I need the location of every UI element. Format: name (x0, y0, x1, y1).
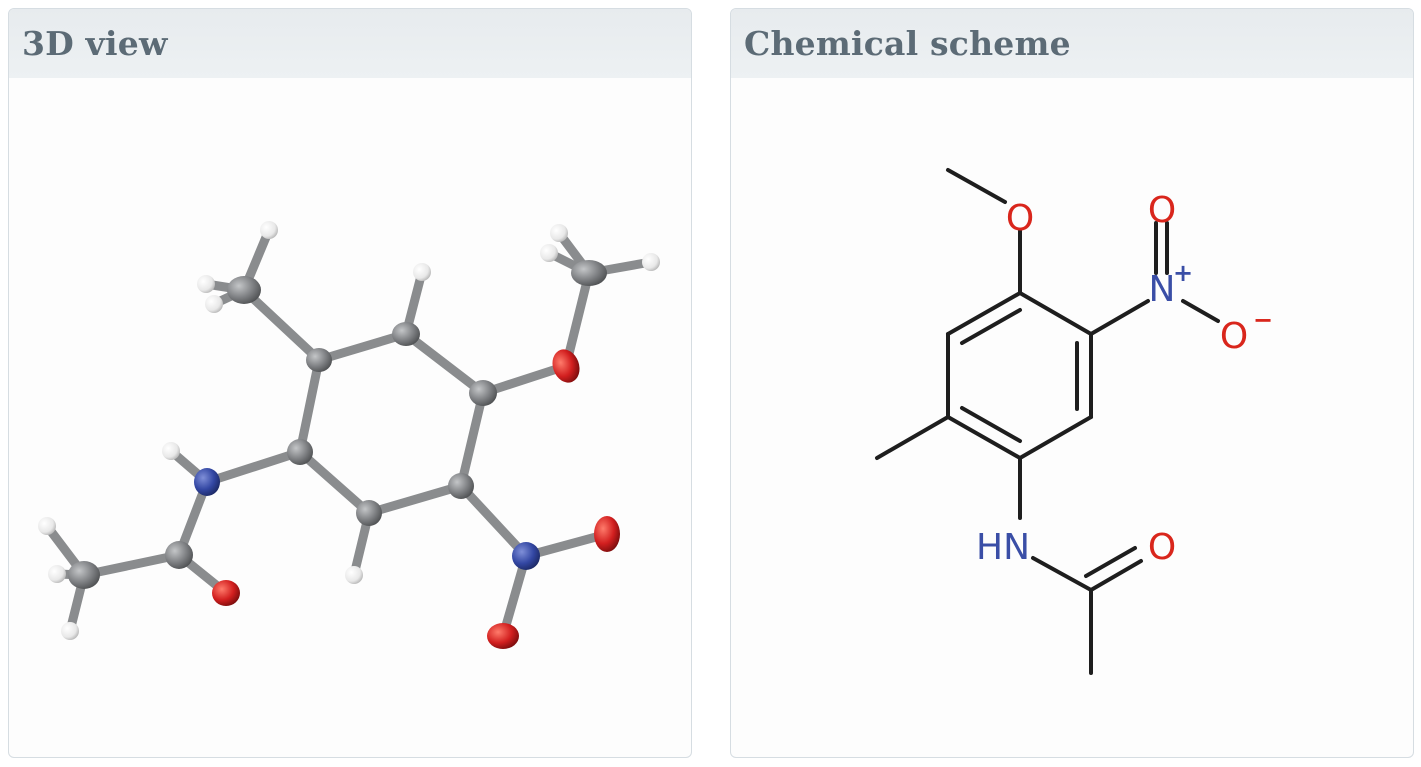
atom-n (512, 542, 540, 570)
atom-h (540, 244, 558, 262)
viewer-3d[interactable] (9, 78, 691, 757)
atom-h (205, 295, 223, 313)
atom-h (197, 275, 215, 293)
atom-c (571, 260, 607, 286)
atom-c (165, 541, 193, 569)
label-o-amide: O (1148, 527, 1176, 568)
atom-c (392, 322, 420, 346)
atom-c (306, 348, 332, 372)
atom-h (413, 263, 431, 281)
atom-h (550, 224, 568, 242)
panel-title-chemical-scheme: Chemical scheme (731, 9, 1413, 78)
atom-h (260, 221, 278, 239)
atom-h (48, 565, 66, 583)
label-o-nitro-single: O (1220, 316, 1248, 357)
chemical-structure-diagram: O O N + O − HN O (875, 168, 1273, 675)
panel-3d-view: 3D view (8, 8, 692, 758)
atom-c (287, 439, 313, 465)
atom-c (356, 500, 382, 526)
atom-c (448, 473, 474, 499)
atom-c (227, 276, 261, 304)
molecule-3d-canvas[interactable] (9, 78, 692, 758)
atom-h (38, 517, 56, 535)
atom-h (642, 253, 660, 271)
atom-o (487, 623, 519, 649)
atom-h (162, 442, 180, 460)
label-o-minus-charge: − (1253, 306, 1273, 334)
scheme-atom-labels: O O N + O − HN O (976, 190, 1273, 568)
atoms-3d (38, 221, 660, 649)
panel-title-3d-view: 3D view (9, 9, 691, 78)
label-n-nitro: N (1149, 269, 1176, 310)
atom-n (194, 468, 220, 496)
atom-c (469, 380, 497, 406)
panel-chemical-scheme: Chemical scheme (730, 8, 1414, 758)
scheme-canvas: O O N + O − HN O (731, 78, 1413, 757)
atom-c (68, 561, 100, 589)
atom-o (552, 349, 580, 383)
label-n-plus-charge: + (1173, 259, 1193, 287)
atom-h (345, 566, 363, 584)
label-nh: HN (976, 527, 1030, 568)
label-o-nitro-double: O (1148, 190, 1176, 231)
label-o-methoxy: O (1006, 198, 1034, 239)
atom-o (594, 516, 620, 552)
atom-o (212, 580, 240, 606)
scheme-bonds (875, 168, 1220, 675)
atom-h (61, 622, 79, 640)
